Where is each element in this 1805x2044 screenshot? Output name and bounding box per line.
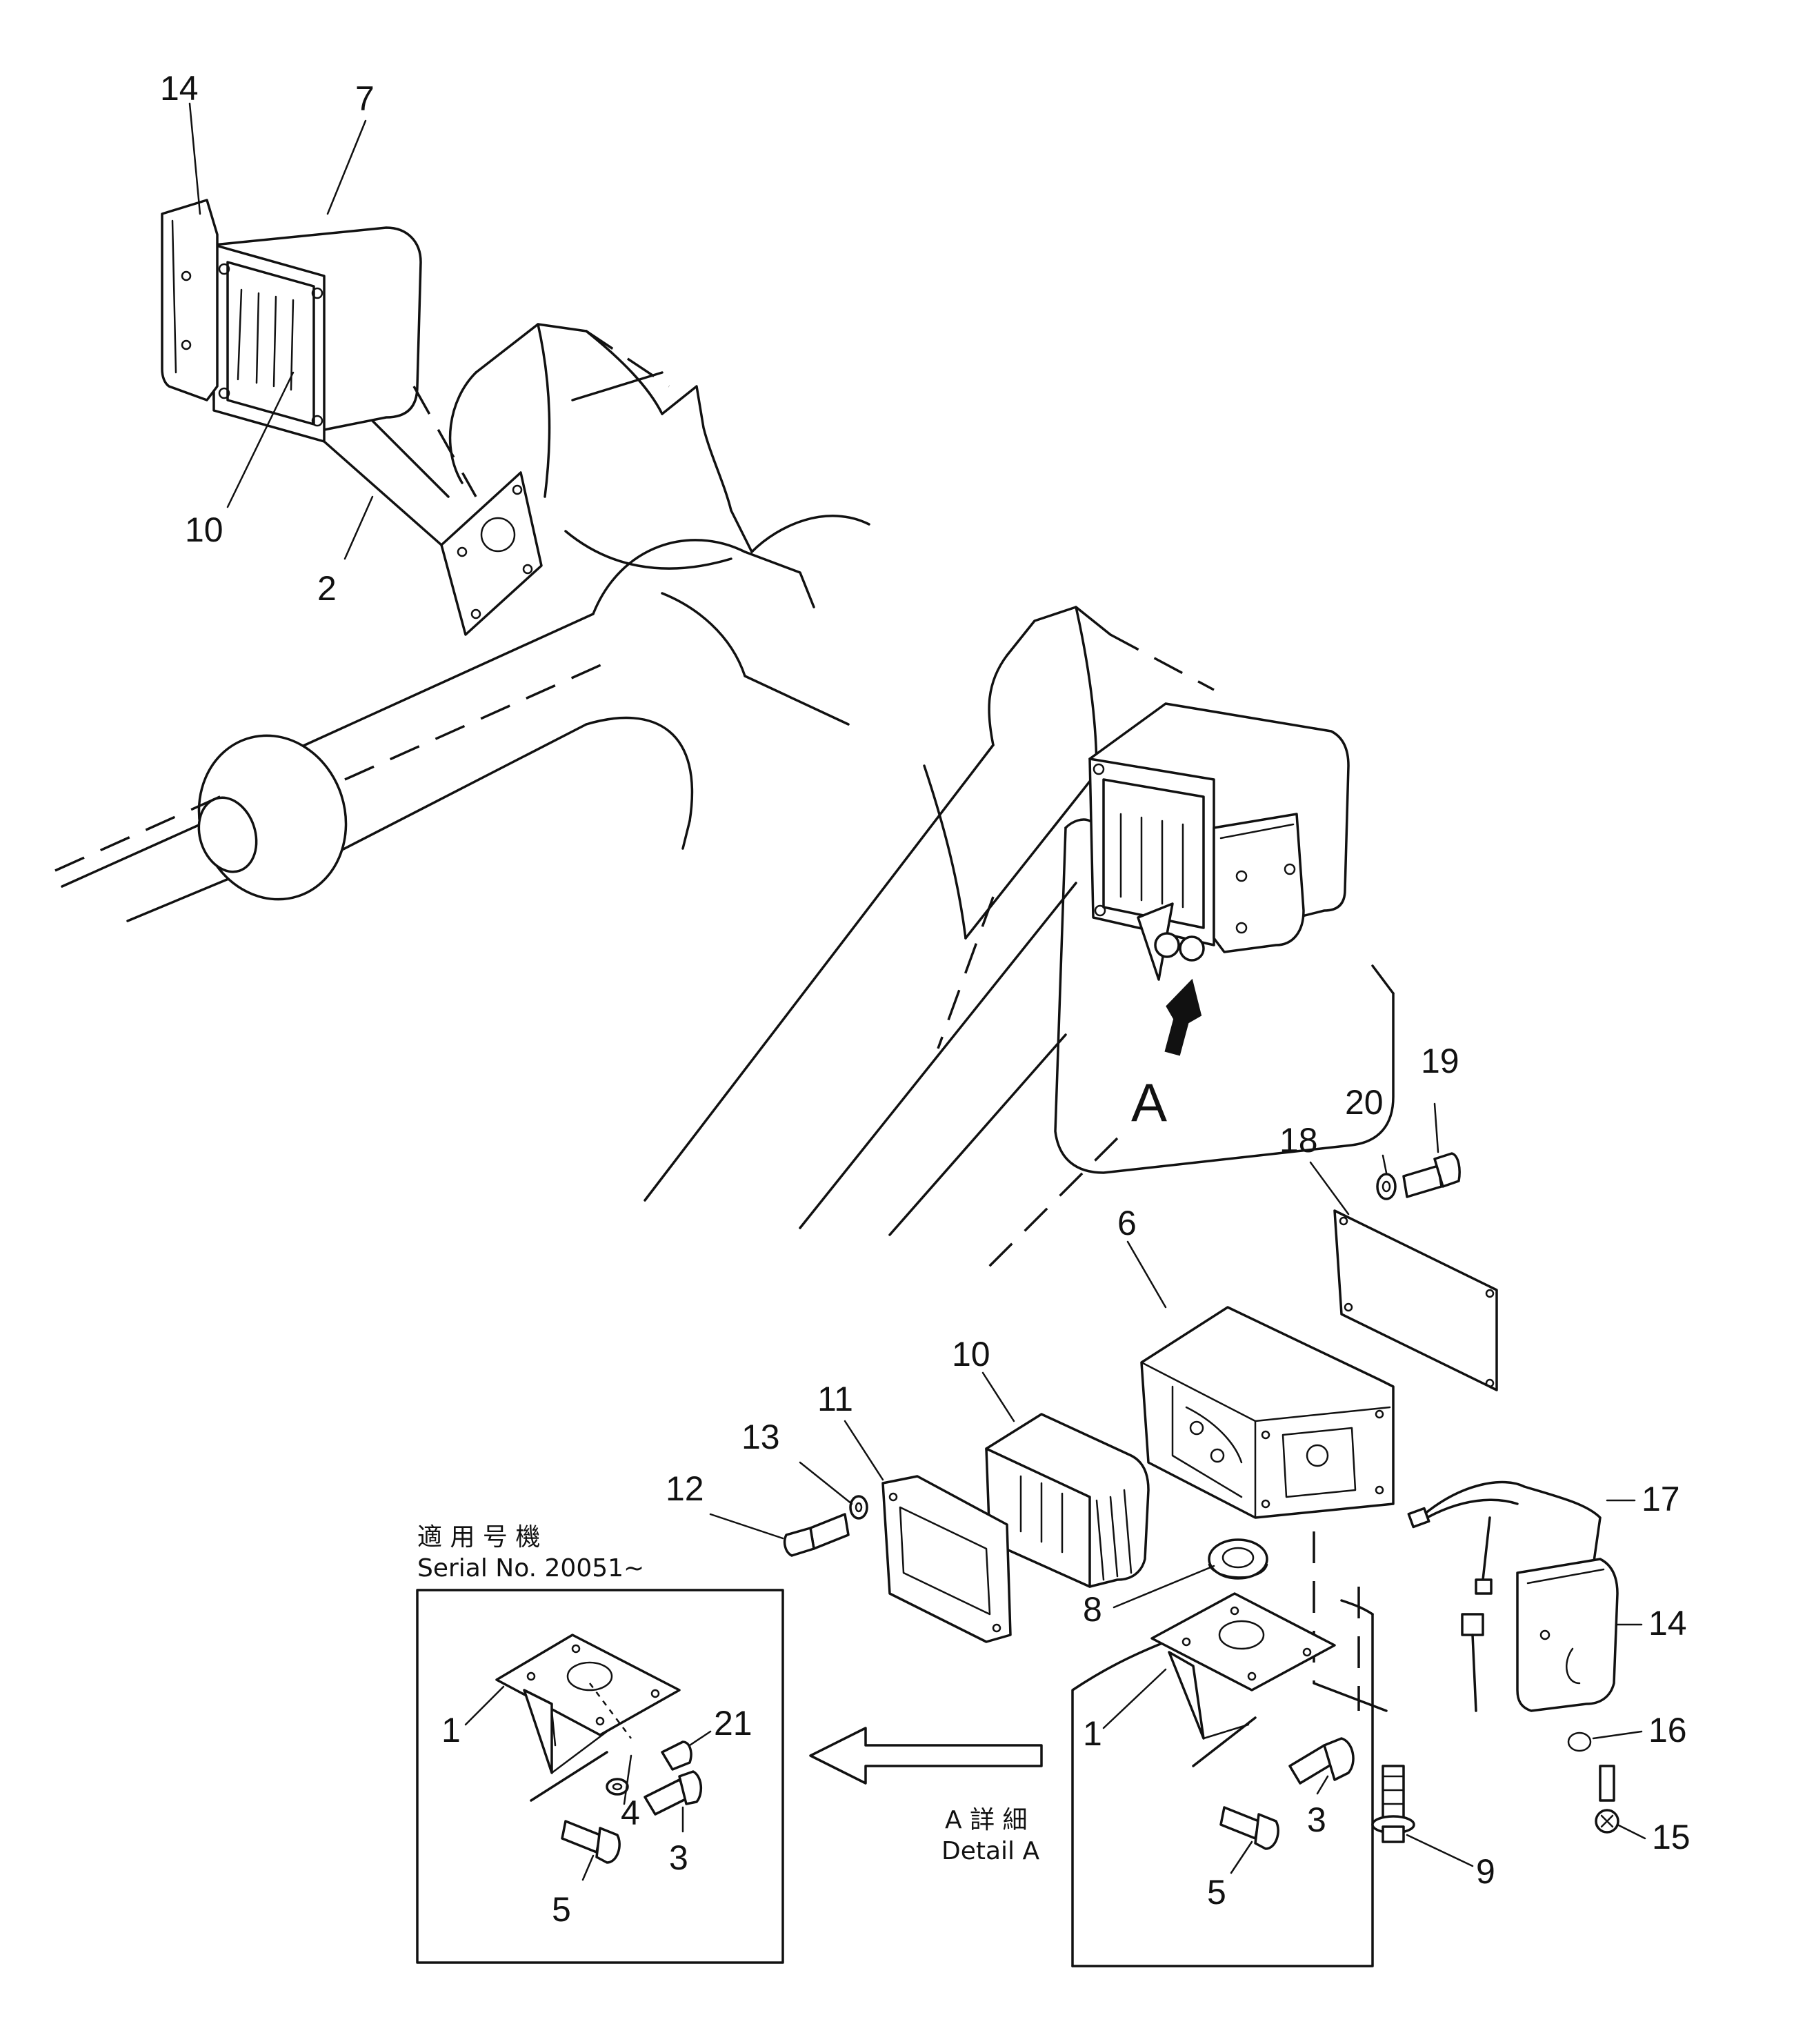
callout-1b: 1 [1083,1714,1102,1753]
lock-washer-16 [1567,1732,1592,1752]
cover-plate-18 [1333,1209,1498,1391]
axle-housing [54,323,1395,1278]
arrow-to-serial-box [809,1727,1043,1785]
bracket-plate-left [323,386,543,636]
gasket-11 [881,1475,1012,1643]
bolt-12 [783,1513,850,1557]
callout-11: 11 [817,1380,853,1418]
serial-box [416,1589,784,1964]
callout-20: 20 [1345,1083,1384,1122]
washer-20 [1376,1173,1397,1200]
left-lamp-assembly [161,199,422,443]
view-letter: A [1131,1072,1167,1133]
wire-harness-17 [1407,1480,1602,1712]
bolt-19 [1402,1152,1461,1198]
callout-14: 14 [160,69,199,108]
detail-title-jp: A 詳 細 [945,1806,1028,1834]
leader-lines [188,102,1646,1881]
callout-3: 3 [669,1838,688,1877]
callout-numbers: 14 7 10 2 A 19 20 18 6 10 11 13 12 17 14… [160,69,1691,1929]
lamp-housing-6 [1140,1306,1395,1519]
callout-9: 9 [1476,1852,1495,1891]
screw-15 [1595,1765,1619,1834]
callout-3b: 3 [1307,1800,1326,1839]
side-lamp-14 [1516,1558,1619,1712]
callout-14b: 14 [1648,1604,1687,1643]
serial-title-jp: 適 用 号 機 [417,1523,540,1551]
callout-4: 4 [621,1794,640,1832]
right-lamp-assembly [1088,702,1350,981]
callout-10b: 10 [952,1335,990,1373]
washer-13 [849,1495,868,1520]
detail-title-en: Detail A [941,1837,1039,1865]
callout-8: 8 [1083,1590,1102,1629]
callout-18: 18 [1279,1121,1318,1160]
callout-13: 13 [741,1418,780,1456]
callout-5b: 5 [1207,1873,1226,1912]
callout-17: 17 [1642,1480,1680,1518]
callout-10: 10 [185,510,223,549]
callout-16: 16 [1648,1711,1687,1749]
lamp-unit-10 [985,1413,1150,1588]
callout-2: 2 [317,569,337,608]
callout-1: 1 [441,1711,461,1749]
callout-15: 15 [1652,1818,1691,1856]
captions: 適 用 号 機 Serial No. 20051~ A 詳 細 Detail A [417,1523,1039,1865]
callout-21: 21 [714,1704,752,1743]
callout-12: 12 [666,1469,704,1508]
serial-number: Serial No. 20051~ [417,1554,644,1582]
view-arrow [1164,978,1202,1056]
callout-7: 7 [355,79,375,118]
callout-6: 6 [1117,1204,1137,1242]
detail-a-box [1071,1531,1415,1967]
callout-5: 5 [552,1890,571,1929]
callout-19: 19 [1421,1042,1459,1080]
